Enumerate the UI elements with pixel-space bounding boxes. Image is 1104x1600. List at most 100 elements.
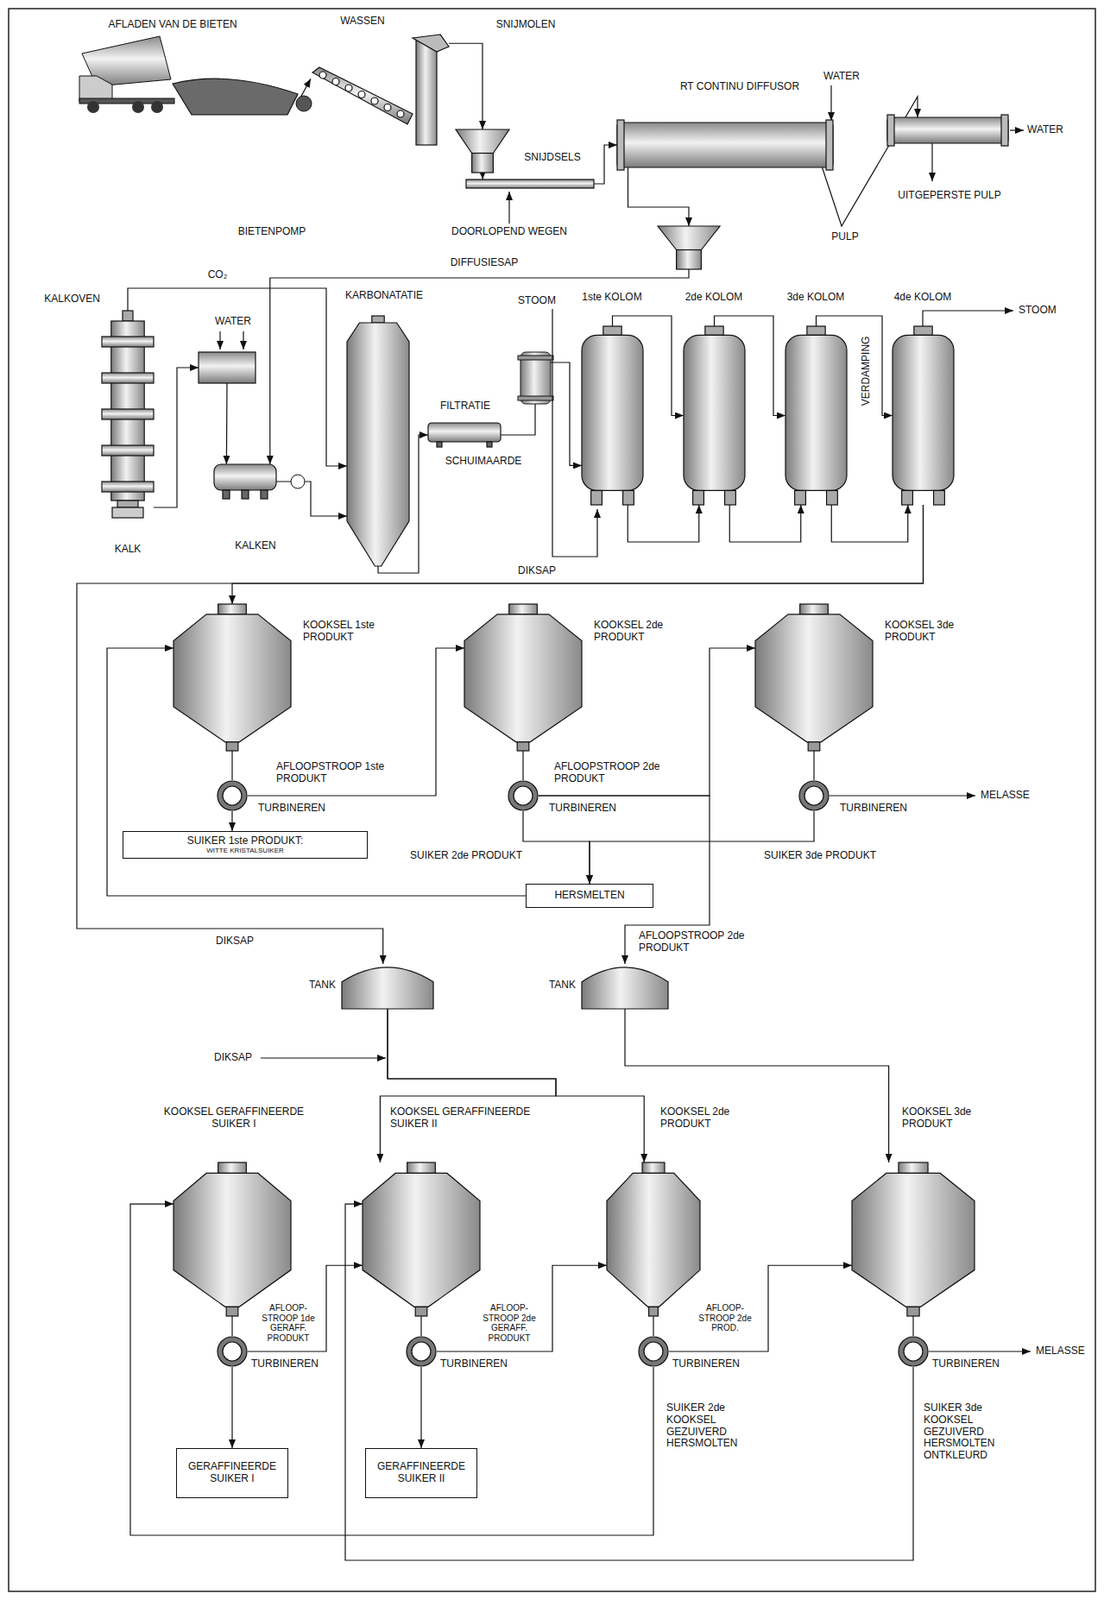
column-nozzle <box>826 490 839 505</box>
column-nozzle <box>693 490 705 505</box>
vessel-neck <box>509 604 538 615</box>
edge-label: CO₂ <box>194 269 241 282</box>
column-nozzle <box>725 490 737 505</box>
node-label: TANK <box>288 979 336 992</box>
flow-connector <box>822 96 919 227</box>
node-shape <box>464 604 582 751</box>
centrifuge-core <box>411 1342 431 1362</box>
flow-connector <box>522 750 524 781</box>
juice-hopper: DIFFUSIESAP <box>657 226 720 270</box>
node-label: KOOKSEL 3de PRODUKT <box>884 619 980 644</box>
vessel-body <box>173 1173 291 1307</box>
node-label: KOOKSEL 2de PRODUKT <box>593 619 689 644</box>
kiln-ring <box>101 372 154 384</box>
remelt-box: HERSMELTEN <box>525 883 654 909</box>
evaporator-column: 3de KOLOM <box>785 326 847 505</box>
node-label: 1ste KOLOM <box>573 291 651 304</box>
flow-connector <box>420 1316 422 1337</box>
vessel-body <box>606 1173 701 1307</box>
flow-label: SUIKER 3de KOOKSEL GEZUIVERD HERSMOLTEN … <box>923 1402 1019 1463</box>
evaporator-column: 4de KOLOM <box>892 326 954 505</box>
screw-flight <box>371 97 379 105</box>
drum-leg <box>241 490 249 499</box>
diffuser: RT CONTINU DIFFUSOR <box>617 122 833 168</box>
kiln-ring <box>101 409 154 420</box>
node-shape <box>455 129 510 173</box>
vessel-body <box>755 614 873 743</box>
node-label: KOOKSEL 3de PRODUKT <box>902 1106 1015 1131</box>
node-label: RT CONTINU DIFFUSOR <box>679 81 801 94</box>
hopper-outlet <box>472 153 494 174</box>
node-shape <box>216 1336 248 1368</box>
water-arrow <box>1009 129 1024 131</box>
node-shape <box>657 226 720 270</box>
node-shape <box>341 964 434 1010</box>
water-tank: WATER <box>198 352 256 384</box>
vessel-neck <box>642 1162 665 1174</box>
column-body <box>892 334 954 491</box>
storage-tank: TANK <box>581 964 669 1010</box>
centrifuge-core <box>643 1342 663 1362</box>
column-nozzle <box>603 326 622 335</box>
node-shape <box>507 780 539 812</box>
node-label: AFLADEN VAN DE BIETEN <box>103 18 242 32</box>
node-shape <box>428 422 501 448</box>
edge-label: PULP <box>821 231 869 244</box>
kiln-chimney <box>122 310 133 322</box>
boiling-pan: KOOKSEL GERAFFINEERDE SUIKER I <box>173 1162 291 1317</box>
node-label: TURBINEREN <box>440 1358 527 1371</box>
centrifuge: TURBINEREN <box>216 1336 248 1368</box>
kiln-foot <box>117 500 139 508</box>
node-shape <box>172 73 298 115</box>
washer-elevator: WASSEN <box>310 34 449 146</box>
flow-connector <box>627 504 700 543</box>
vessel-neck <box>898 1162 928 1174</box>
screw-flight <box>319 71 327 79</box>
flow-connector <box>231 1316 233 1337</box>
flow-label: MELASSE <box>1035 1345 1095 1358</box>
lime-pump <box>290 474 305 489</box>
edge-label: AFLOOP- STROOP 1de GERAFF. PRODUKT <box>252 1303 325 1344</box>
beet-heap <box>172 78 298 115</box>
box-text: SUIKER 1ste PRODUKT: <box>187 835 304 848</box>
steam-line <box>922 310 1014 327</box>
flow-connector <box>652 1316 654 1337</box>
edge-label: AFLOOP- STROOP 2de PROD. <box>687 1303 764 1334</box>
boiling-pan: KOOKSEL 3de PRODUKT <box>755 604 873 751</box>
centrifuge-core <box>804 786 824 806</box>
weigh-arrow <box>508 191 510 224</box>
vessel-neck <box>218 1162 247 1174</box>
truck-wheel <box>87 100 100 114</box>
vessel-neck <box>800 604 829 615</box>
node-shape <box>892 326 954 505</box>
flow-connector <box>379 1009 556 1163</box>
kiln-foot <box>112 507 144 518</box>
node-shape <box>683 326 745 505</box>
centrifuge: TURBINEREN <box>216 780 248 812</box>
flow-label: SCHUIMAARDE <box>435 455 531 468</box>
water-arrow <box>219 331 221 350</box>
flow-connector <box>831 504 909 543</box>
flow-connector <box>628 167 690 227</box>
node-label: TURBINEREN <box>258 802 345 815</box>
node-label: KOOKSEL GERAFFINEERDE SUIKER II <box>390 1106 563 1131</box>
boiling-pan: KOOKSEL 2de PRODUKT <box>464 604 582 751</box>
kiln-ring <box>101 336 154 347</box>
edge-label: AFLOOP- STROOP 2de GERAFF. PRODUKT <box>471 1303 548 1344</box>
beet-pile: AFLADEN VAN DE BIETEN <box>172 73 298 115</box>
drum-body <box>887 117 1009 144</box>
node-shape <box>405 1336 437 1368</box>
node-label: TURBINEREN <box>672 1358 759 1371</box>
column-body <box>785 334 847 491</box>
node-shape <box>198 352 256 384</box>
molasses-arrow <box>829 794 976 796</box>
hopper-cone <box>657 226 720 251</box>
cutter-hopper: SNIJMOLEN <box>455 129 510 173</box>
node-shape <box>101 310 154 518</box>
drum-leg <box>260 490 268 499</box>
column-nozzle <box>623 490 635 505</box>
flow-label: SUIKER 2de KOOKSEL GEZUIVERD HERSMOLTEN <box>666 1402 753 1451</box>
node-label: TURBINEREN <box>839 802 927 815</box>
vessel-outlet <box>517 742 530 751</box>
centrifuge: TURBINEREN <box>507 780 539 812</box>
